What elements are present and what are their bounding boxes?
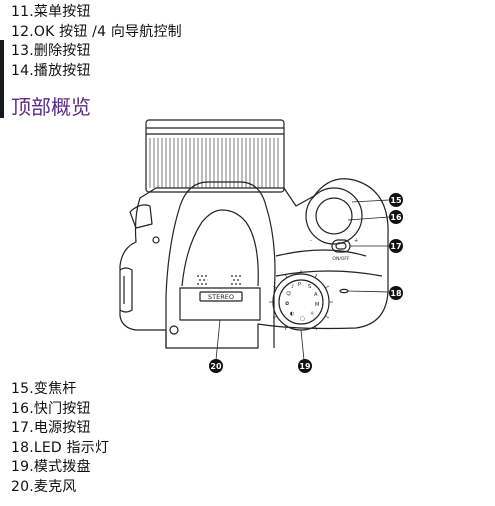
svg-text:16: 16 [390, 213, 402, 222]
button-list-bottom: 15.变焦杆 16.快门按钮 17.电源按钮 18.LED 指示灯 19.模式拨… [11, 380, 109, 497]
stereo-badge [199, 291, 243, 302]
svg-text:☼: ☼ [310, 311, 314, 317]
led-indicator [339, 288, 349, 294]
list-item: 13.删除按钮 [11, 43, 91, 59]
list-item: 19.模式拨盘 [11, 459, 91, 475]
list-item: 15.变焦杆 [11, 381, 77, 397]
svg-text:☺: ☺ [286, 290, 291, 297]
svg-text:20: 20 [210, 362, 222, 371]
svg-text:▢: ▢ [300, 316, 305, 322]
lens-grip-ridges [149, 138, 279, 188]
shutter-button [315, 197, 353, 235]
svg-text:◐: ◐ [290, 311, 294, 317]
microphone-holes [197, 275, 241, 285]
svg-text:M: M [315, 302, 319, 308]
svg-text:P: P [298, 282, 301, 288]
list-item: 11.菜单按钮 [11, 4, 91, 20]
strap-lug [129, 204, 153, 229]
power-label: ON/OFF [332, 256, 350, 262]
svg-text:15: 15 [390, 196, 402, 205]
list-item: 14.播放按钮 [11, 62, 91, 79]
section-title: 顶部概览 [11, 95, 91, 119]
zoom-in-label: + [354, 238, 358, 244]
button-list-top: 11.菜单按钮 12.OK 按钮 /4 向导航控制 13.删除按钮 14.播放按… [11, 3, 182, 81]
callout-15: 15 [389, 193, 403, 207]
flash-hump [165, 181, 276, 348]
list-item: 16.快门按钮 [11, 400, 91, 417]
mode-dial-icons: P S A M ☼ ▢ ◐ ✿ ☺ ♪ [285, 282, 319, 322]
svg-text:18: 18 [390, 289, 402, 298]
list-item: 20.麦克风 [11, 478, 77, 495]
camera-top-view-figure: STEREO - + ON/OFF P S A M ☼ [96, 116, 426, 378]
callout-20: 20 [209, 359, 223, 373]
callout-16: 16 [389, 210, 403, 224]
callout-17: 17 [389, 239, 403, 253]
svg-text:17: 17 [390, 242, 401, 251]
svg-text:19: 19 [299, 362, 311, 371]
leader-lines [215, 199, 390, 361]
svg-text:A: A [314, 292, 318, 298]
svg-text:♪: ♪ [291, 284, 294, 290]
callout-18: 18 [389, 286, 403, 300]
list-item: 18.LED 指示灯 [11, 439, 110, 456]
lens-barrel [145, 119, 285, 193]
camera-body [119, 178, 389, 349]
list-item: 17.电源按钮 [11, 420, 91, 436]
mode-dial-ridges [269, 270, 333, 331]
side-accent-bar [0, 40, 4, 118]
list-item: 12.OK 按钮 /4 向导航控制 [11, 23, 182, 40]
camera-illustration: STEREO - + ON/OFF P S A M ☼ [119, 119, 403, 373]
zoom-out-label: - [310, 238, 312, 244]
svg-text:✿: ✿ [285, 301, 289, 307]
strap-eyelet-bottom [169, 325, 179, 335]
svg-text:S: S [308, 284, 311, 290]
zoom-lever [305, 187, 363, 245]
callout-19: 19 [298, 359, 312, 373]
stereo-label: STEREO [208, 293, 234, 301]
